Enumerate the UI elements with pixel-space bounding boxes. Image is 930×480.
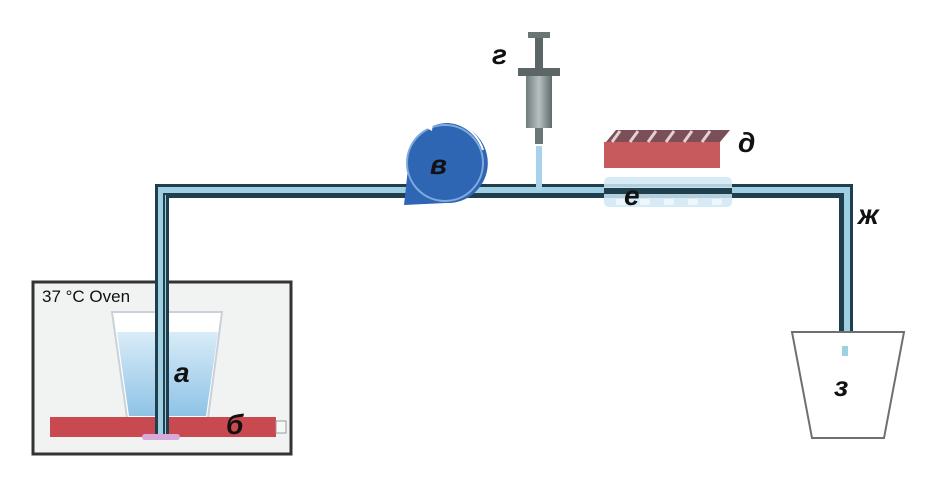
chamber-cells [616,199,722,205]
label-zh: ж [856,199,880,230]
outflow-drip [842,346,848,356]
oven-label: 37 °C Oven [42,287,130,306]
pump-arrow [424,120,484,151]
peristaltic-pump [404,120,488,205]
label-v: в [430,149,447,180]
stir-bar [142,434,180,440]
label-z: з [834,371,848,402]
tube-inner [158,187,850,434]
flow-chamber [604,177,732,207]
label-e: е [624,180,640,211]
collection-beaker-outline [790,331,906,439]
inline-heater [604,130,730,168]
label-d: д [738,127,755,158]
pump-rotor [406,124,484,202]
pump-arrowhead [425,122,433,131]
heater-fins [610,130,712,143]
syringe-barrel [526,76,552,128]
tubing [155,184,853,434]
heater-front [604,142,720,168]
syringe-tip [535,128,543,144]
label-a: а [174,357,190,388]
syringe-plunger [535,38,543,70]
syringe-plunger-cap [528,32,550,38]
tube-core [163,193,844,434]
label-b: б [226,409,244,440]
syringe-drip [536,146,542,190]
syringe [518,32,560,190]
heater-connector [275,420,287,434]
label-g: г [492,39,507,70]
collection-beaker [790,331,906,439]
syringe-flange [518,68,560,76]
